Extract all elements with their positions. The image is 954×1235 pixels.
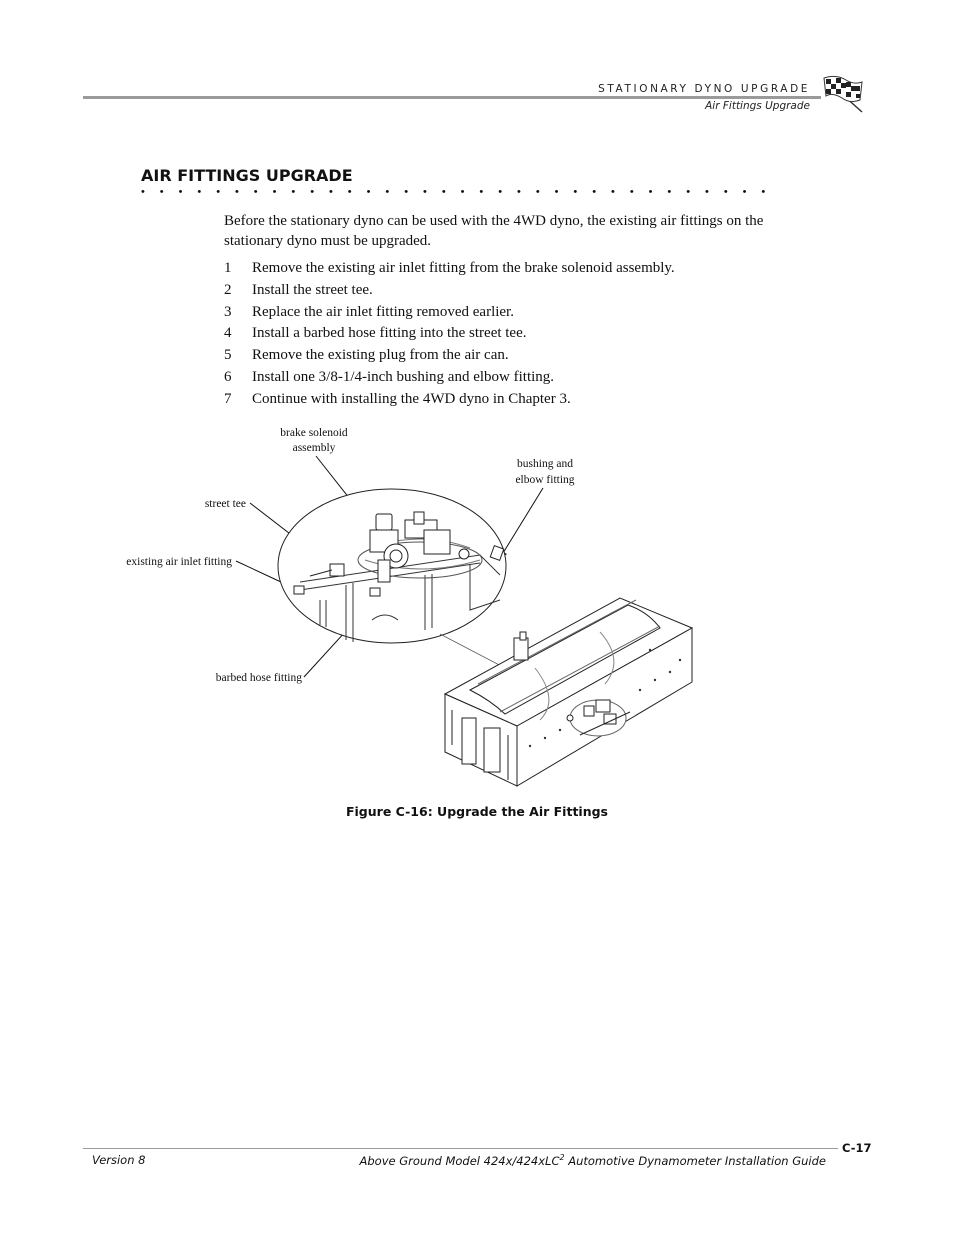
step-text: Install the street tee. — [252, 281, 373, 298]
footer-rule — [83, 1148, 838, 1149]
label-bushing-elbow: bushing and — [517, 458, 573, 470]
list-item: 4 Install a barbed hose fitting into the … — [224, 323, 675, 345]
step-number: 5 — [224, 347, 232, 364]
header-rule — [83, 96, 821, 99]
label-bushing-elbow-line2: elbow fitting — [515, 474, 574, 486]
checkered-flag-icon — [823, 75, 863, 113]
label-existing-inlet: existing air inlet fitting — [126, 556, 232, 568]
label-barbed-hose: barbed hose fitting — [216, 672, 302, 684]
label-brake-solenoid: brake solenoid — [280, 427, 348, 439]
step-number: 1 — [224, 260, 232, 276]
step-text: Remove the existing plug from the air ca… — [252, 347, 509, 364]
footer-guide-title-post: Automotive Dynamometer Installation Guid… — [564, 1153, 826, 1168]
dyno-unit-drawing — [443, 597, 694, 787]
detail-view — [277, 488, 507, 644]
running-header-title: STATIONARY DYNO UPGRADE — [598, 83, 810, 95]
step-number: 3 — [224, 303, 232, 320]
step-text: Remove the existing air inlet fitting fr… — [252, 260, 675, 276]
figure-caption: Figure C-16: Upgrade the Air Fittings — [345, 804, 608, 819]
step-number: 6 — [224, 368, 232, 385]
page-number: C-17 — [842, 1141, 872, 1155]
list-item: 6 Install one 3/8-1/4-inch bushing and el… — [224, 367, 675, 389]
list-item: 1 Remove the existing air inlet fitting f… — [224, 258, 675, 280]
step-text: Replace the air inlet fitting removed ea… — [252, 303, 514, 320]
step-number: 2 — [224, 281, 232, 298]
step-text: Install a barbed hose fitting into the s… — [252, 325, 527, 342]
list-item: 2 Install the street tee. — [224, 280, 675, 302]
footer-version: Version 8 — [92, 1153, 146, 1167]
step-text: Install one 3/8-1/4-inch bushing and elb… — [252, 368, 555, 385]
footer-guide-title-pre: Above Ground Model 424x/424xLC — [359, 1153, 560, 1168]
step-number: 7 — [224, 390, 232, 407]
step-number: 4 — [224, 325, 232, 342]
list-item: 3 Replace the air inlet fitting removed e… — [224, 302, 675, 324]
label-brake-solenoid-line2: assembly — [293, 442, 336, 454]
label-street-tee: street tee — [205, 498, 246, 510]
footer-guide-title: Above Ground Model 424x/424xLC2 Automoti… — [360, 1153, 826, 1168]
list-item: 7 Continue with installing the 4WD dyno i… — [224, 389, 675, 411]
step-list: 1 Remove the existing air inlet fitting f… — [224, 258, 675, 411]
step-text: Continue with installing the 4WD dyno in… — [252, 390, 571, 407]
section-title: AIR FITTINGS UPGRADE — [141, 166, 353, 185]
intro-paragraph: Before the stationary dyno can be used w… — [224, 213, 764, 249]
list-item: 5 Remove the existing plug from the air c… — [224, 345, 675, 367]
dotted-rule: • • • • • • • • • • • • • • • • • • • • … — [141, 186, 772, 198]
running-header-subtitle: Air Fittings Upgrade — [705, 100, 810, 112]
footer-guide-title-sup: 2 — [559, 1153, 565, 1162]
